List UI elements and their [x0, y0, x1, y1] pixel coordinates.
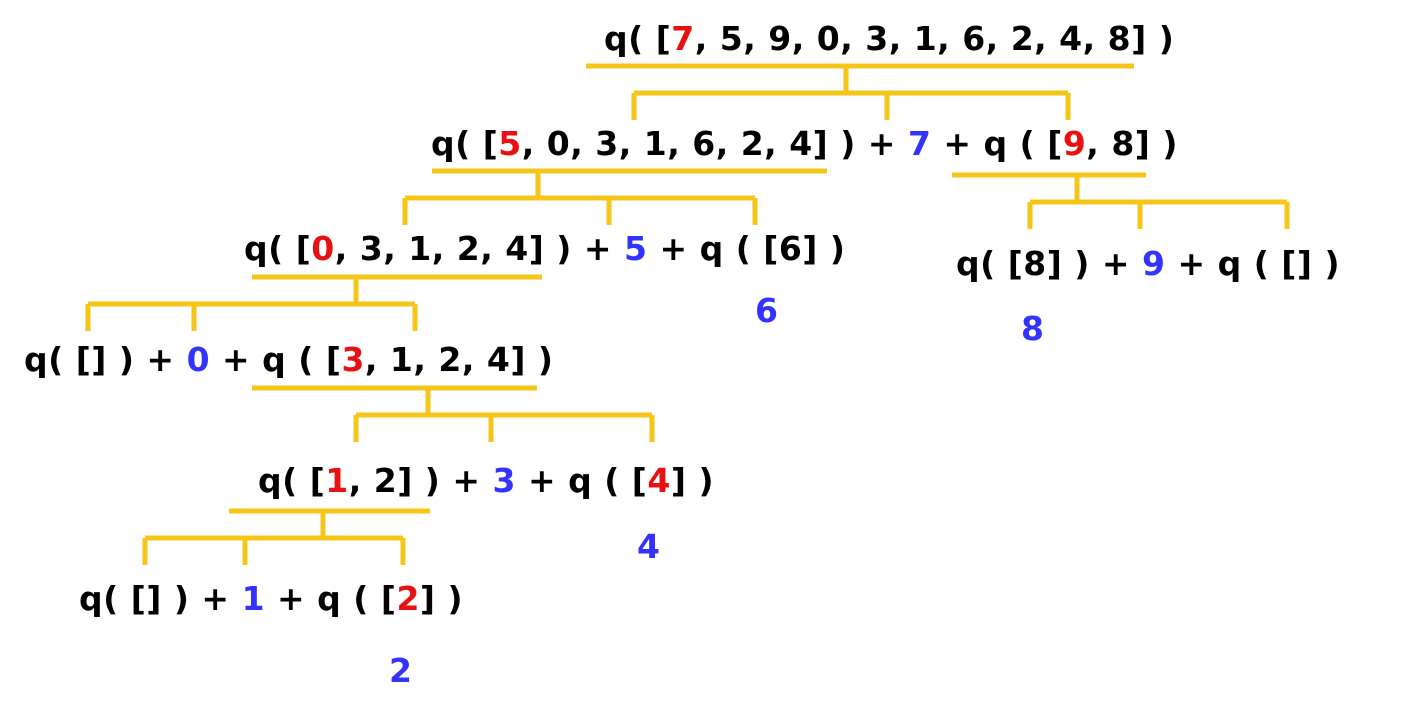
bracket-left-0: [85, 274, 542, 331]
pivot-value: 5: [623, 229, 648, 268]
expression-text: , 2] ) +: [348, 461, 493, 500]
bracket-left-1: [142, 508, 430, 565]
expression-text: + q ( [6] ): [647, 229, 846, 268]
result-6: 6: [755, 291, 778, 330]
call-level3: q( [] ) + 0 + q ( [3, 1, 2, 4] ): [24, 340, 554, 380]
expression-text: , 1, 2, 4] ): [364, 340, 554, 379]
bracket-left-5: [402, 168, 827, 225]
call-level1: q( [5, 0, 3, 1, 6, 2, 4] ) + 7 + q ( [9,…: [431, 124, 1178, 164]
expression-text: q( [] ) +: [24, 340, 187, 379]
pivot-number: 9: [1062, 124, 1087, 163]
pivot-number: 5: [498, 124, 522, 163]
pivot-number: 0: [311, 229, 335, 268]
expression-text: + q ( [: [516, 461, 648, 500]
expression-text: , 0, 3, 1, 6, 2, 4] ) +: [521, 124, 908, 163]
result-8: 8: [1021, 309, 1044, 348]
bracket-left-3: [252, 385, 655, 442]
expression-text: ] ): [419, 579, 464, 618]
expression-text: q( [: [604, 19, 672, 58]
expression-text: , 3, 1, 2, 4] ) +: [334, 229, 624, 268]
expression-text: + q ( [: [210, 340, 342, 379]
expression-text: q( [8] ) +: [956, 244, 1143, 283]
pivot-number: 3: [341, 340, 365, 379]
expression-text: q( [] ) +: [79, 579, 242, 618]
expression-text: q( [: [244, 229, 312, 268]
pivot-value: 7: [907, 124, 932, 163]
call-root: q( [7, 5, 9, 0, 3, 1, 6, 2, 4, 8] ): [604, 19, 1174, 59]
pivot-number: 4: [647, 461, 671, 500]
expression-text: + q ( [: [265, 579, 397, 618]
call-level2-right: q( [8] ) + 9 + q ( [] ): [956, 244, 1340, 284]
pivot-number: 7: [671, 19, 695, 58]
pivot-value: 0: [186, 340, 211, 379]
result-4: 4: [637, 527, 660, 566]
call-level5: q( [] ) + 1 + q ( [2] ): [79, 579, 463, 619]
pivot-value: 9: [1142, 244, 1166, 283]
expression-text: + q ( [] ): [1165, 244, 1341, 283]
expression-text: , 5, 9, 0, 3, 1, 6, 2, 4, 8] ): [694, 19, 1175, 58]
bracket-root: [586, 63, 1134, 120]
expression-text: ] ): [670, 461, 715, 500]
expression-text: , 8] ): [1086, 124, 1178, 163]
expression-text: + q ( [: [931, 124, 1063, 163]
result-2: 2: [389, 651, 412, 690]
pivot-number: 2: [396, 579, 420, 618]
bracket-right-9: [952, 172, 1290, 229]
expression-text: q( [: [431, 124, 499, 163]
pivot-value: 3: [492, 461, 516, 500]
pivot-value: 1: [241, 579, 266, 618]
call-level2-left: q( [0, 3, 1, 2, 4] ) + 5 + q ( [6] ): [244, 229, 845, 269]
pivot-number: 1: [325, 461, 349, 500]
call-level4: q( [1, 2] ) + 3 + q ( [4] ): [258, 461, 714, 501]
expression-text: q( [: [258, 461, 326, 500]
